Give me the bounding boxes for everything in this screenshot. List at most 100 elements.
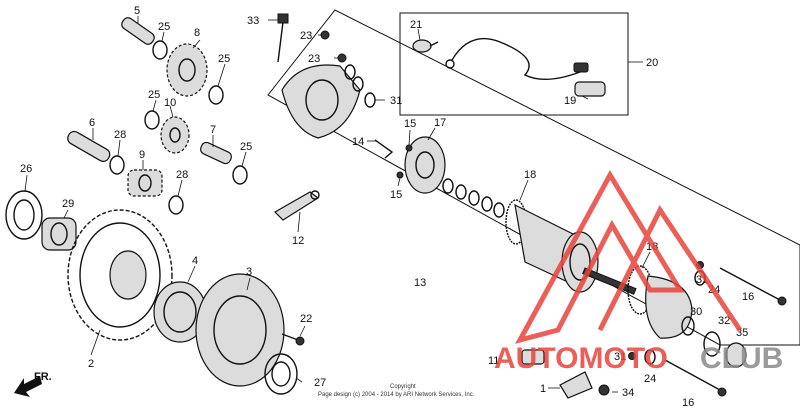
washer-part-25c[interactable] <box>144 110 160 130</box>
washer-part-25b[interactable] <box>208 85 224 105</box>
callout-30: 30 <box>690 306 702 318</box>
washer-part-31a[interactable] <box>364 92 376 108</box>
part-35[interactable] <box>725 342 747 368</box>
copyright-line-1: Copyright <box>390 384 416 390</box>
nut-part-23b[interactable] <box>337 53 347 63</box>
starter-gear-part-2[interactable] <box>67 209 173 341</box>
callout-23a: 23 <box>300 30 312 42</box>
callout-25d: 25 <box>240 141 252 153</box>
watermark-logo: AUTOMOTO CLUB <box>494 169 783 375</box>
o-ring-part-24b[interactable] <box>644 349 656 365</box>
callout-23b: 23 <box>308 53 320 65</box>
washer-stack-5[interactable] <box>468 190 480 206</box>
callout-2: 2 <box>88 358 94 370</box>
callout-10: 10 <box>164 97 176 109</box>
spring-part-15a[interactable] <box>405 144 413 152</box>
bolt-part-16a[interactable] <box>719 267 787 306</box>
callout-18a: 18 <box>524 169 536 181</box>
nut-part-31c[interactable] <box>628 352 636 360</box>
nut-part-23a[interactable] <box>320 30 330 40</box>
pin-part-6[interactable] <box>66 129 112 163</box>
callout-28b: 28 <box>176 169 188 181</box>
arm-part-12[interactable] <box>274 190 320 221</box>
washer-part-28b[interactable] <box>168 195 184 215</box>
starter-motor-body[interactable] <box>514 203 637 295</box>
brush-holder-part-17[interactable] <box>404 136 446 194</box>
callout-33: 33 <box>247 15 259 27</box>
bolt-part-16b[interactable] <box>664 359 727 397</box>
callout-11: 11 <box>488 355 499 367</box>
callout-17: 17 <box>434 117 446 129</box>
washer-part-25a[interactable] <box>152 40 168 60</box>
bolt-part-34[interactable] <box>598 384 610 396</box>
assembly-boundary-13 <box>267 9 800 346</box>
callout-22: 22 <box>300 313 312 325</box>
callout-20: 20 <box>646 57 658 69</box>
washer-part-27[interactable] <box>264 353 298 395</box>
callout-25b: 25 <box>218 53 230 65</box>
front-direction-arrow: FR. <box>14 371 52 397</box>
callout-34: 34 <box>622 387 634 399</box>
washer-stack-2[interactable] <box>352 76 364 92</box>
callout-31a: 31 <box>390 95 402 107</box>
callout-12: 12 <box>292 235 304 247</box>
bracket-part-1[interactable] <box>559 371 593 399</box>
gear-part-9[interactable] <box>127 169 163 197</box>
part-32[interactable] <box>703 331 721 357</box>
callout-19: 19 <box>564 95 576 107</box>
callout-13: 13 <box>414 277 426 289</box>
callout-28a: 28 <box>114 129 126 141</box>
bolt-part-22[interactable] <box>281 333 305 346</box>
front-label: FR. <box>34 371 52 383</box>
callout-3: 3 <box>246 266 252 278</box>
callout-25a: 25 <box>158 21 170 33</box>
gear-part-8[interactable] <box>166 43 208 97</box>
washer-stack-4[interactable] <box>455 184 467 200</box>
assembly-box-20 <box>399 12 629 116</box>
callout-4: 4 <box>192 255 198 267</box>
part-30[interactable] <box>681 316 695 336</box>
callout-26: 26 <box>20 163 32 175</box>
washer-stack-1[interactable] <box>344 64 356 80</box>
callout-1: 1 <box>540 383 546 395</box>
callout-16a: 16 <box>742 291 754 303</box>
bearing-part-29[interactable] <box>41 217 77 251</box>
callout-15b: 15 <box>390 189 402 201</box>
clip-part-14[interactable] <box>374 139 394 159</box>
callout-15a: 15 <box>404 118 416 130</box>
connector-cap-part-19[interactable] <box>574 81 606 97</box>
pin-part-5[interactable] <box>120 16 156 46</box>
copyright-line-2: Page design (c) 2004 - 2014 by ARI Netwo… <box>318 392 475 398</box>
callout-24b: 24 <box>644 373 656 385</box>
watermark-text-1: AUTOMOTO <box>494 342 668 375</box>
bolt-part-33[interactable] <box>277 13 289 63</box>
spring-part-15b[interactable] <box>396 171 404 179</box>
gear-part-10[interactable] <box>160 116 190 154</box>
rear-cover[interactable] <box>645 275 693 339</box>
callout-31c: 31 <box>614 351 626 363</box>
callout-14: 14 <box>352 136 364 148</box>
ring-part-26[interactable] <box>5 190 43 240</box>
ring-part-26-inner <box>13 199 35 231</box>
callout-8: 8 <box>194 27 200 39</box>
washer-part-27-inner <box>271 361 291 387</box>
washer-part-28a[interactable] <box>109 155 125 175</box>
washer-stack-6[interactable] <box>481 196 493 212</box>
callout-29: 29 <box>62 198 74 210</box>
callout-32: 32 <box>718 315 730 327</box>
washer-part-25d[interactable] <box>232 165 248 185</box>
washer-stack-3[interactable] <box>442 178 454 194</box>
callout-7: 7 <box>210 124 216 136</box>
clutch-outer-part-3[interactable] <box>195 273 285 387</box>
callout-21: 21 <box>410 19 422 31</box>
callout-5: 5 <box>134 5 140 17</box>
callout-9: 9 <box>139 149 145 161</box>
front-cover[interactable] <box>281 64 361 139</box>
part-11[interactable] <box>521 349 545 365</box>
callout-6: 6 <box>89 117 95 129</box>
terminal-bolt-part-21[interactable] <box>412 39 439 53</box>
shaft-part-7[interactable] <box>199 141 233 165</box>
cable-part-20[interactable] <box>445 37 589 80</box>
washer-stack-7[interactable] <box>493 202 505 218</box>
